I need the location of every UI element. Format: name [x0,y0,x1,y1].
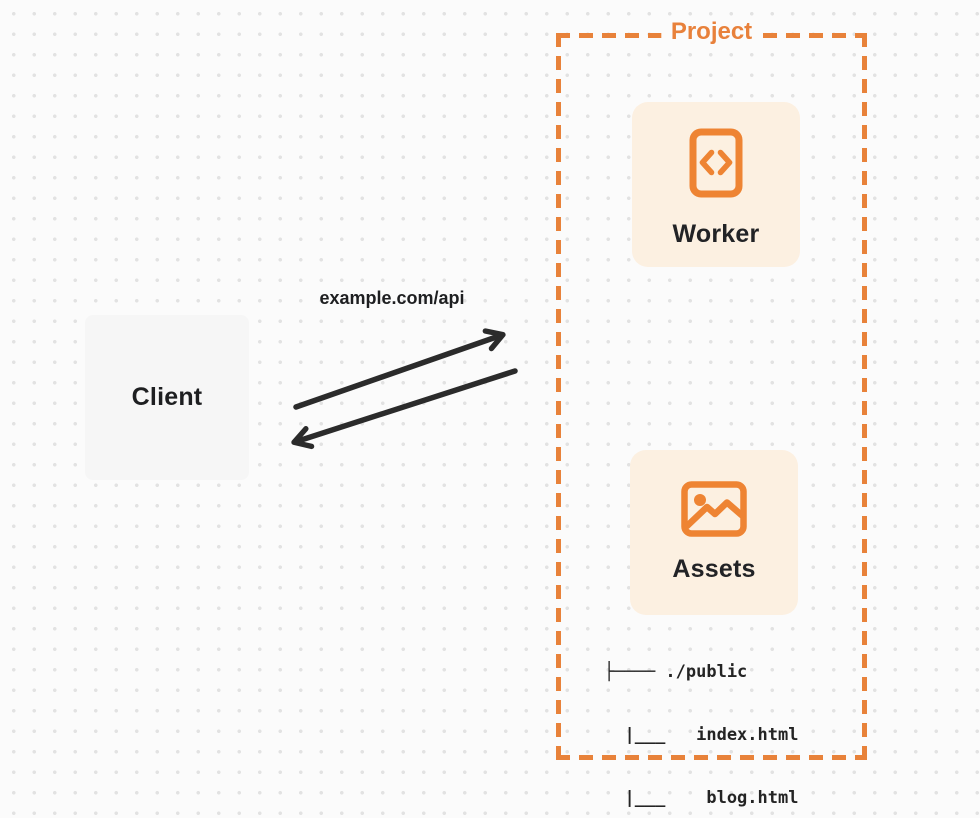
worker-node: Worker [632,102,800,267]
request-url-label: example.com/api [319,288,465,308]
project-container: Project Worker Assets ├──── ./public |__… [556,18,867,808]
worker-label: Worker [672,220,760,248]
file-tree: ├──── ./public |___ index.html |___ blog… [604,620,798,818]
project-border-left [556,33,561,760]
file-tree-line-root: ├──── ./public [604,662,748,682]
project-border-bottom [556,755,867,760]
request-arrow [293,328,506,410]
code-file-icon [689,128,743,198]
assets-label: Assets [672,555,756,583]
file-tree-line-blog: |___ blog.html [604,788,799,808]
client-label: Client [131,383,203,411]
project-label: Project [660,18,763,46]
client-node: Client [85,315,249,480]
assets-node: Assets [630,450,798,615]
response-arrow [291,368,518,450]
project-border-right [862,33,867,760]
file-tree-line-index: |___ index.html [604,725,799,745]
image-icon [681,481,747,537]
